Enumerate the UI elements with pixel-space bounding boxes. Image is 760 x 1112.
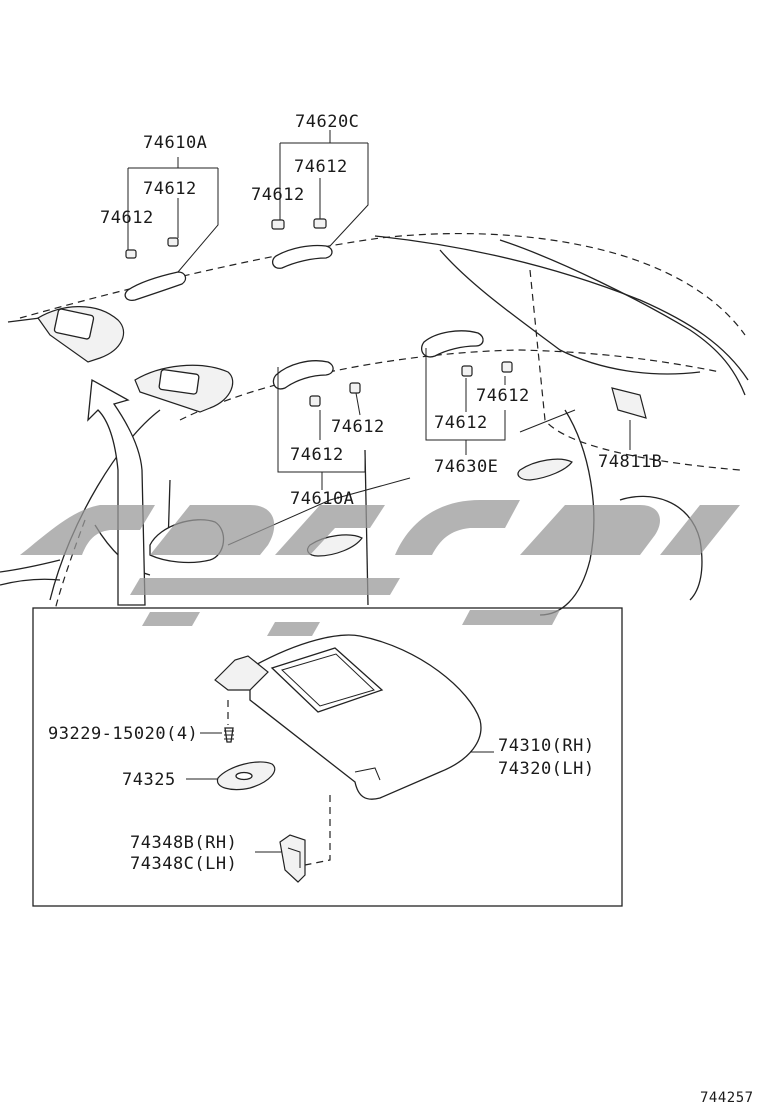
label-74610A-bottom: 74610A [290,489,354,509]
label-74612-a: 74612 [143,179,197,199]
visor-holder-clip [279,834,306,883]
label-74811B: 74811B [598,452,662,472]
assist-grip-front [272,360,361,407]
detail-box [32,607,623,907]
label-74612-e: 74612 [476,386,530,406]
sun-visor-right-installed [134,364,234,413]
figure-id: 744257 [700,1090,754,1106]
label-74612-b: 74612 [100,208,154,228]
label-74620C: 74620C [295,112,359,132]
label-74612-d: 74612 [251,185,305,205]
roof-hook-74811B [611,387,647,419]
leader-lines-upper [127,130,631,546]
leader-lines-detail [186,700,494,866]
label-74610A-top: 74610A [143,133,207,153]
assist-grip-rear [420,330,513,377]
label-93229-15020: 93229-15020(4) [48,724,198,744]
label-74325: 74325 [122,770,176,790]
label-74630E: 74630E [434,457,498,477]
label-74310-rh: 74310(RH) [498,736,595,756]
label-74612-h: 74612 [290,445,344,465]
visor-holder-cap [216,761,276,791]
sun-visor-detail [214,634,482,800]
screw [224,727,234,743]
detail-arrow [87,378,146,606]
coat-hook [517,458,573,481]
label-74612-f: 74612 [331,417,385,437]
assist-grip-center [271,218,333,269]
label-74612-c: 74612 [294,157,348,177]
sun-visor-left-installed [37,306,124,363]
rear-assist-grip-upper [124,237,187,301]
label-74612-g: 74612 [434,413,488,433]
label-74348B-rh: 74348B(RH) [130,833,237,853]
label-74348C-lh: 74348C(LH) [130,854,237,874]
watermark-logo [20,500,740,636]
label-74320-lh: 74320(LH) [498,759,595,779]
